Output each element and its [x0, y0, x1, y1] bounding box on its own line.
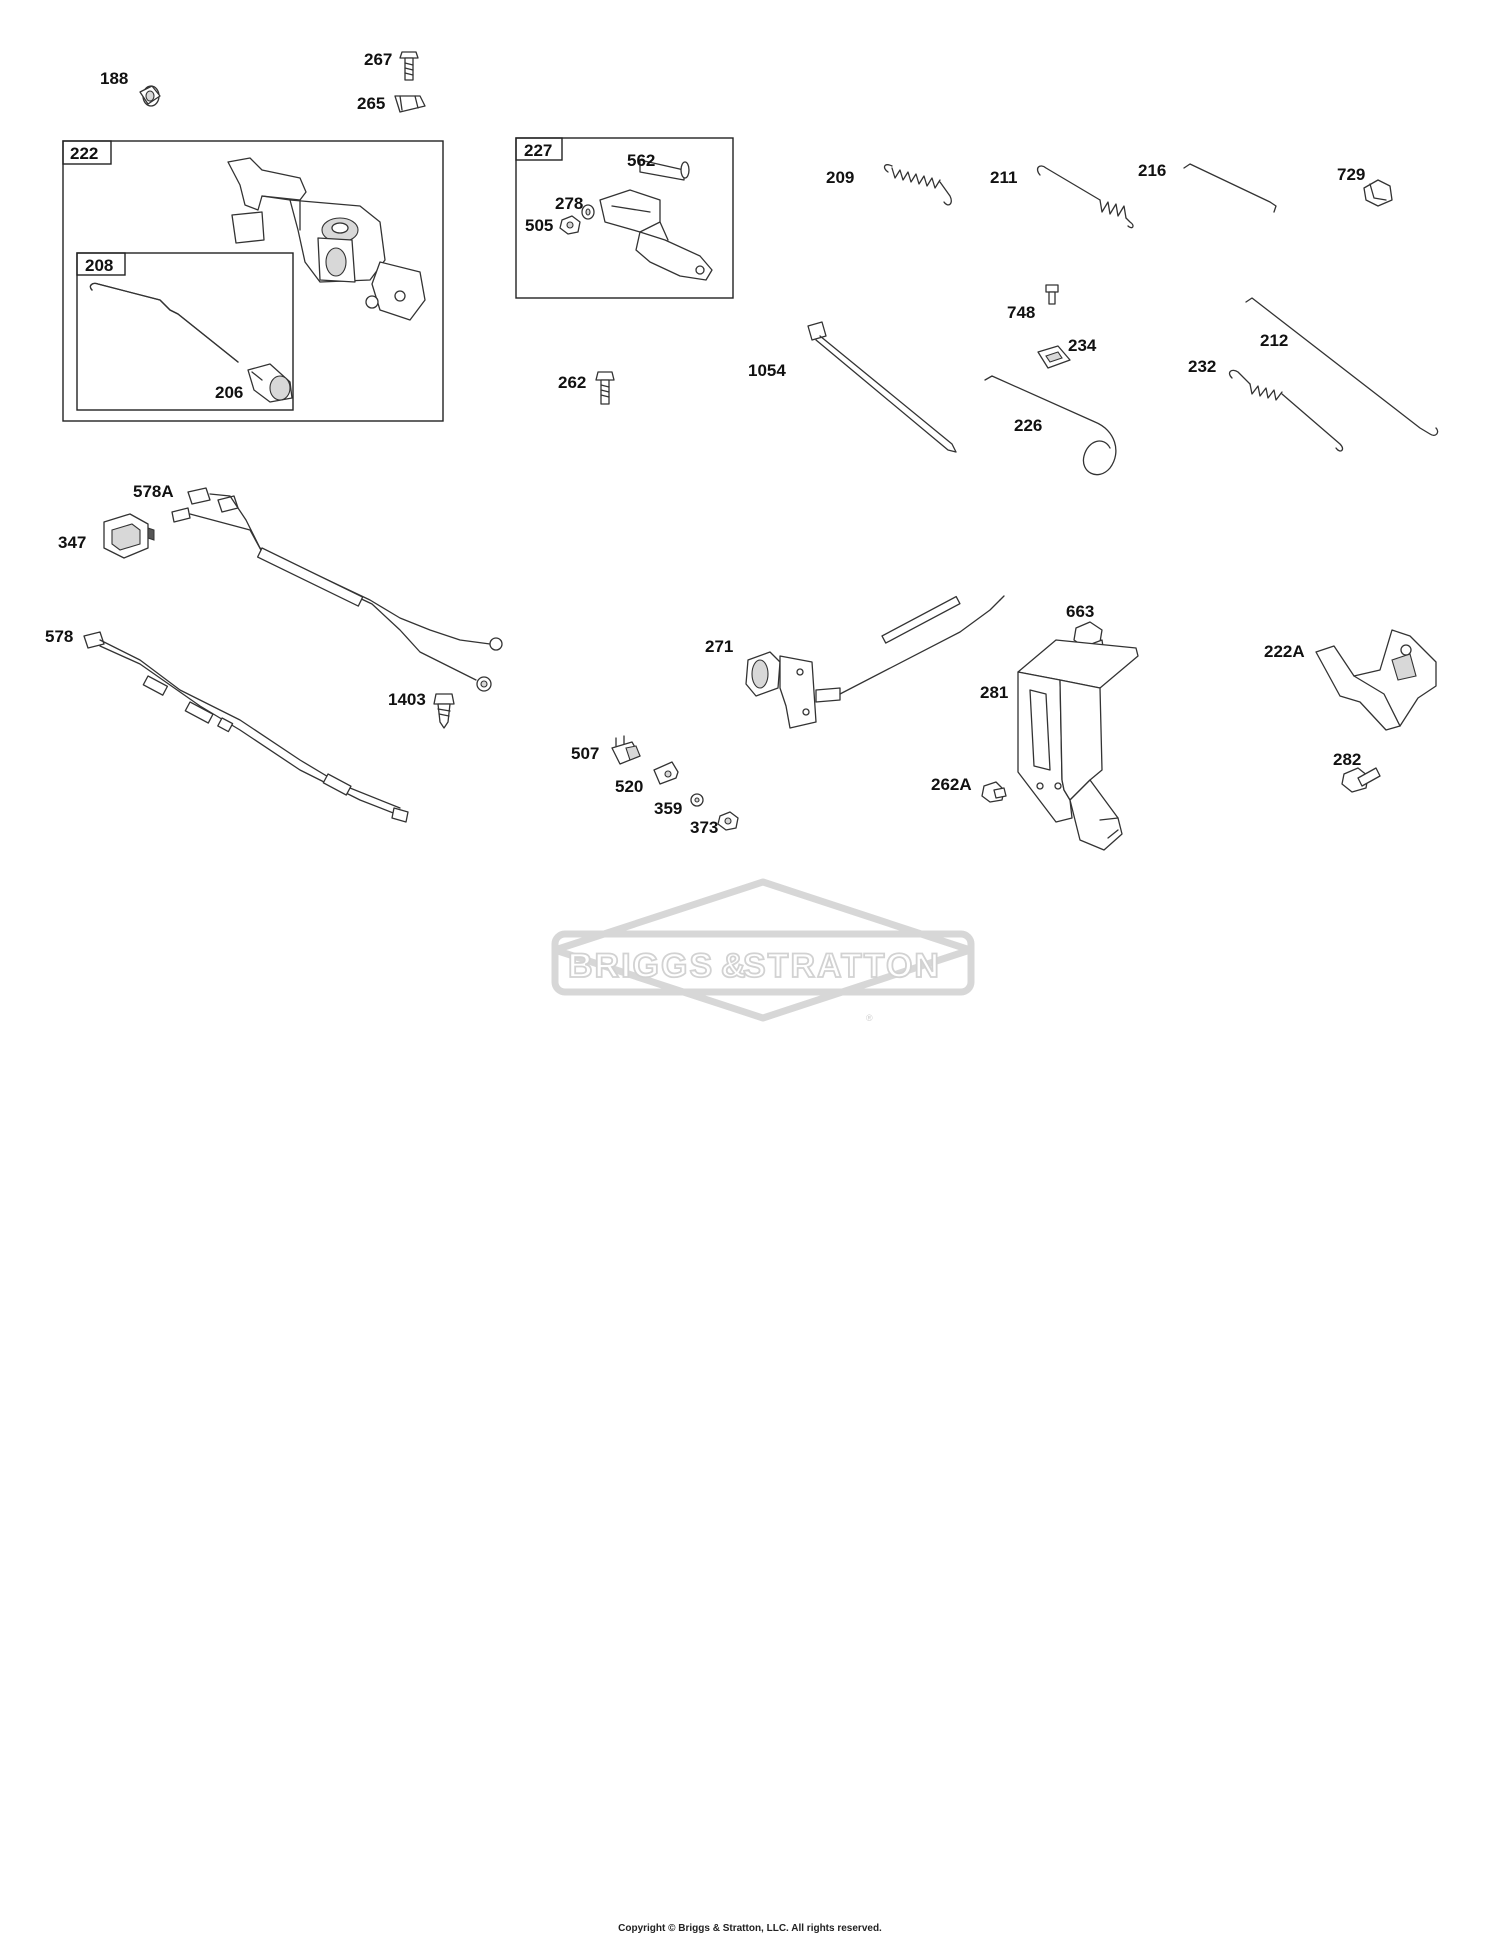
part-206-knob	[247, 363, 293, 403]
part-282-screw	[1341, 767, 1381, 793]
part-265-clip	[394, 95, 426, 113]
callout-262A[interactable]: 262A	[931, 775, 972, 794]
copyright-notice: Copyright © Briggs & Stratton, LLC. All …	[618, 1923, 882, 1934]
callout-729[interactable]: 729	[1337, 165, 1365, 184]
callout-505[interactable]: 505	[525, 216, 553, 235]
callout-663[interactable]: 663	[1066, 602, 1094, 621]
assembly-box-208	[76, 252, 294, 411]
callout-347[interactable]: 347	[58, 533, 86, 552]
callout-373[interactable]: 373	[690, 818, 718, 837]
part-359-washer	[690, 793, 704, 807]
part-188-bushing	[139, 85, 161, 107]
callout-208[interactable]: 208	[85, 256, 113, 275]
part-347-switch	[103, 513, 155, 559]
part-227-bracket	[599, 189, 713, 281]
watermark-brand-right: STRATTON	[743, 947, 941, 985]
part-208-rod	[89, 282, 239, 363]
callout-748[interactable]: 748	[1007, 303, 1035, 322]
part-1403-screw	[433, 693, 455, 729]
watermark-brand-amp: &	[721, 947, 748, 985]
part-578-harness	[83, 631, 409, 823]
callout-232[interactable]: 232	[1188, 357, 1216, 376]
callout-562[interactable]: 562	[627, 151, 655, 170]
part-373-nut	[717, 811, 739, 831]
callout-206[interactable]: 206	[215, 383, 243, 402]
callout-278[interactable]: 278	[555, 194, 583, 213]
callout-578[interactable]: 578	[45, 627, 73, 646]
part-211-spring	[1036, 165, 1134, 229]
callout-222[interactable]: 222	[70, 144, 98, 163]
part-262A-screw	[981, 781, 1007, 803]
callout-1054[interactable]: 1054	[748, 361, 786, 380]
callout-520[interactable]: 520	[615, 777, 643, 796]
assembly-box-227	[515, 137, 734, 299]
callout-188[interactable]: 188	[100, 69, 128, 88]
part-226-rod	[984, 375, 1117, 476]
callout-209[interactable]: 209	[826, 168, 854, 187]
callout-578A[interactable]: 578A	[133, 482, 174, 501]
callout-226[interactable]: 226	[1014, 416, 1042, 435]
callout-216[interactable]: 216	[1138, 161, 1166, 180]
part-209-spring	[883, 164, 952, 206]
part-562-pin	[639, 159, 690, 181]
callout-262[interactable]: 262	[558, 373, 586, 392]
part-578A-harness	[171, 487, 503, 692]
part-262-screw	[595, 371, 615, 405]
part-281-bracket	[1017, 639, 1139, 851]
callout-271[interactable]: 271	[705, 637, 733, 656]
watermark-registered: ®	[866, 1013, 873, 1023]
callout-1403[interactable]: 1403	[388, 690, 426, 709]
callout-222A[interactable]: 222A	[1264, 642, 1305, 661]
part-729-bushing	[1363, 179, 1393, 207]
callout-281[interactable]: 281	[980, 683, 1008, 702]
part-505-nut	[559, 215, 581, 235]
watermark-brand-left: BRIGGS	[568, 947, 714, 985]
part-1054-cable-tie	[807, 321, 957, 453]
callout-282[interactable]: 282	[1333, 750, 1361, 769]
part-271-throttle-control	[745, 595, 1005, 729]
part-520-clip	[653, 761, 679, 785]
callout-227[interactable]: 227	[524, 141, 552, 160]
part-222-governor-control	[227, 157, 426, 321]
callout-265[interactable]: 265	[357, 94, 385, 113]
callout-507[interactable]: 507	[571, 744, 599, 763]
part-507-switch	[611, 735, 641, 765]
callout-211[interactable]: 211	[990, 168, 1017, 187]
part-278-washer	[581, 204, 595, 220]
callout-267[interactable]: 267	[364, 50, 392, 69]
part-212-link	[1245, 297, 1439, 436]
part-222A-bracket	[1315, 629, 1437, 731]
part-234-clip	[1037, 345, 1071, 369]
assembly-box-222	[62, 140, 444, 422]
callout-212[interactable]: 212	[1260, 331, 1288, 350]
part-232-spring	[1228, 369, 1344, 452]
part-748-screw	[1045, 284, 1059, 305]
callout-234[interactable]: 234	[1068, 336, 1097, 355]
callout-359[interactable]: 359	[654, 799, 682, 818]
briggs-stratton-logo-icon: BRIGGS & STRATTON ®	[551, 878, 975, 1023]
part-267-screw	[399, 51, 419, 81]
part-216-link	[1183, 163, 1277, 213]
